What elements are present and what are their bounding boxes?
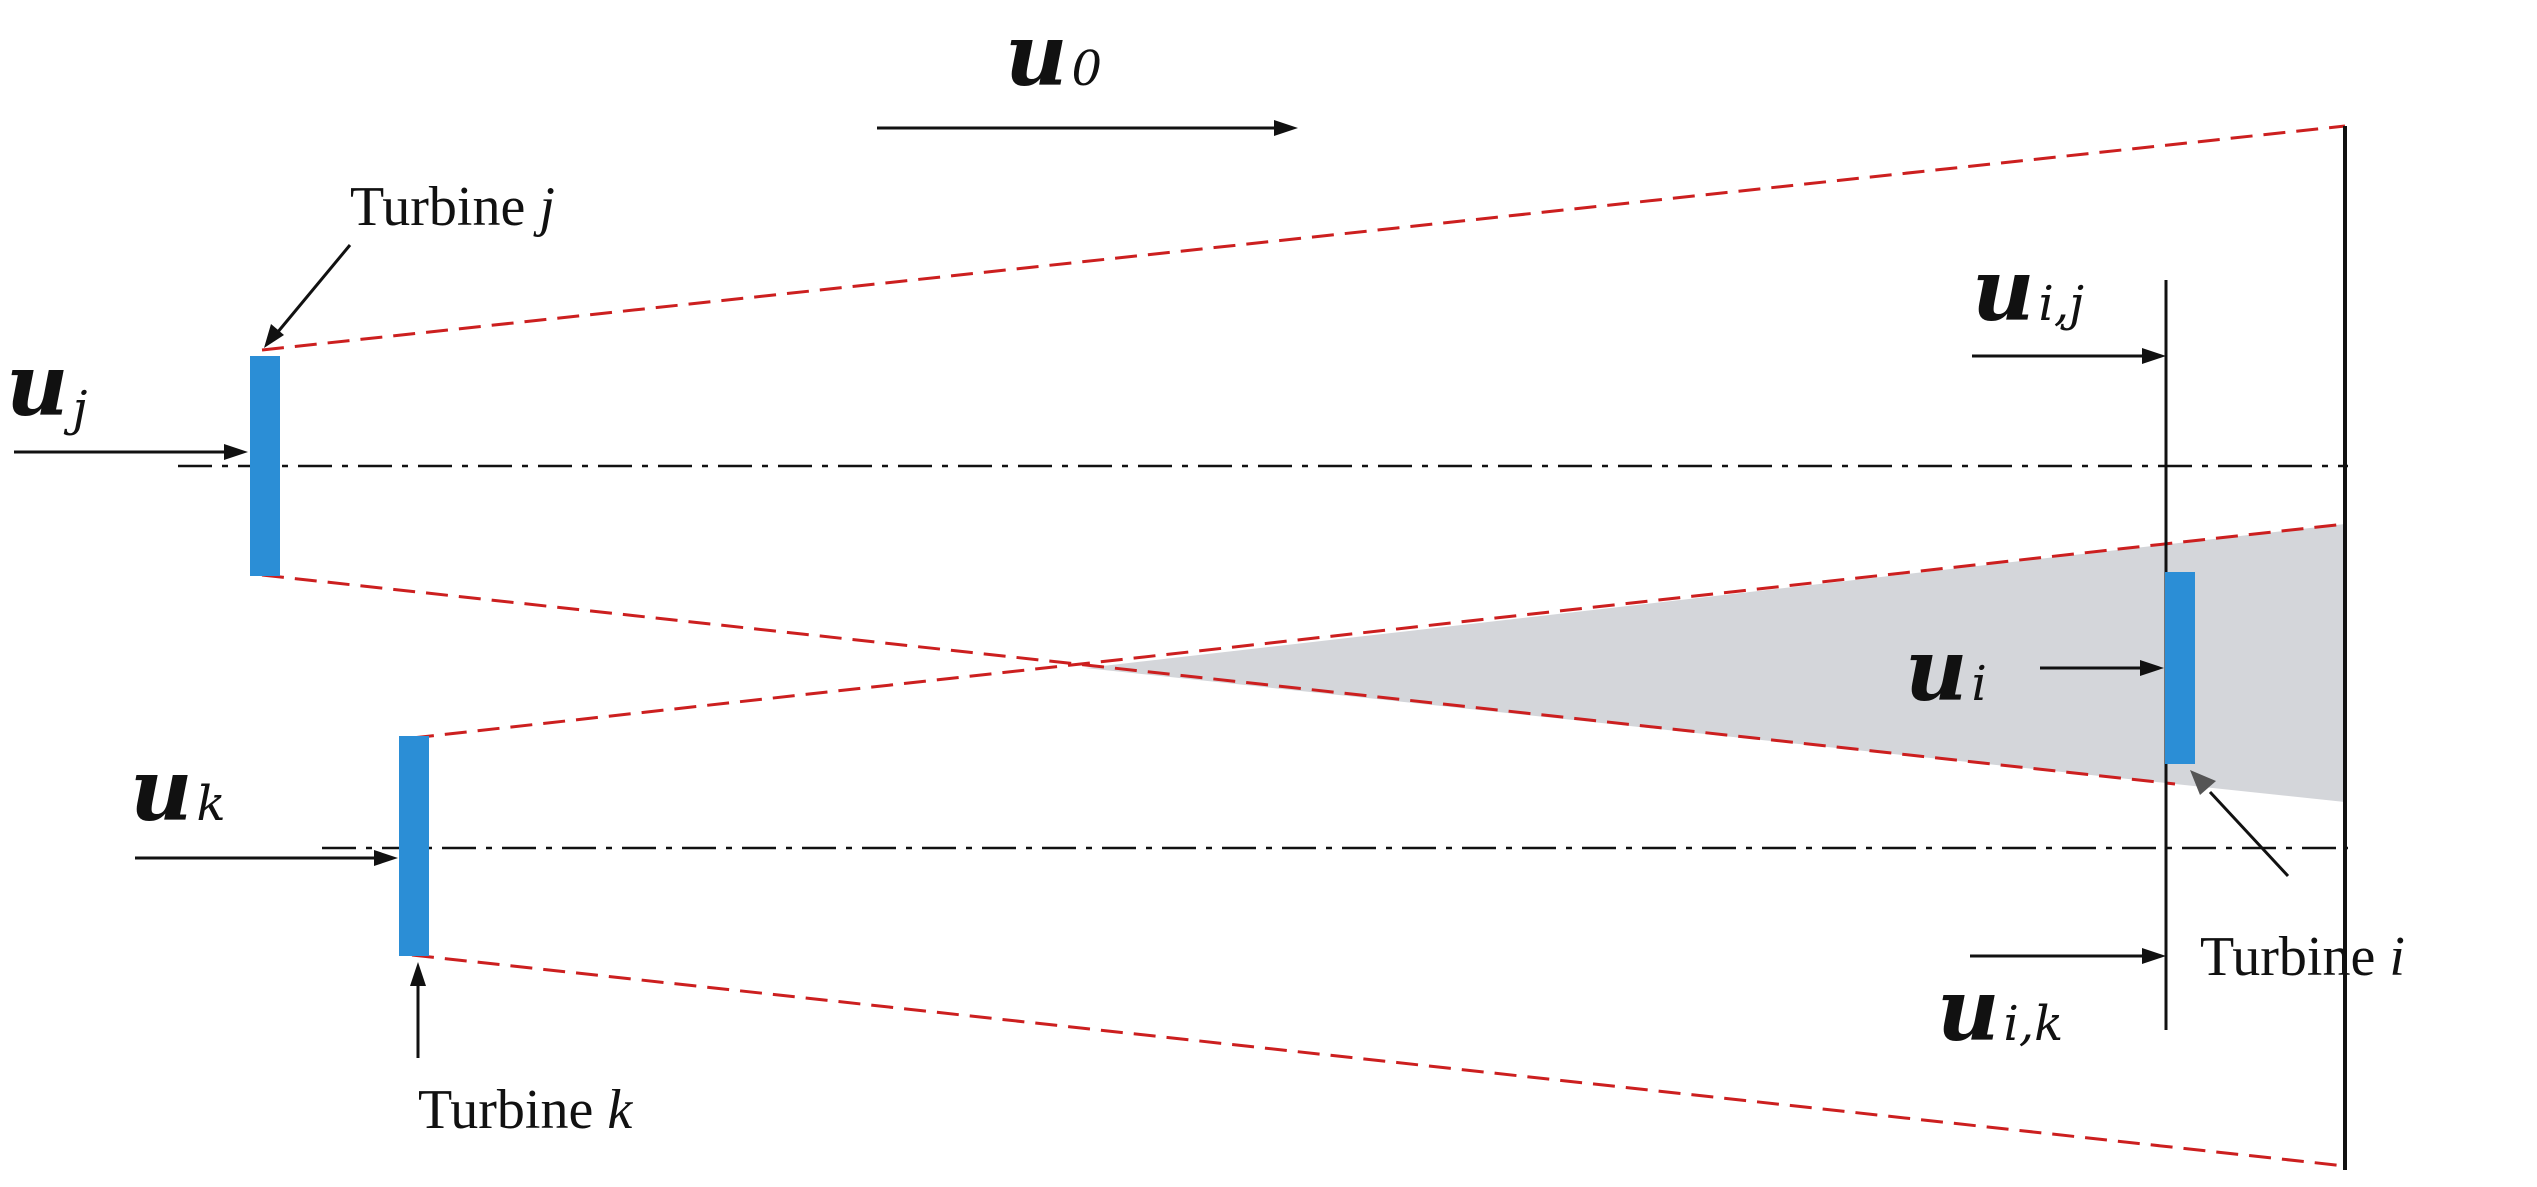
turbine-i-pointer xyxy=(2190,770,2290,878)
uij-subscript: i,j xyxy=(2039,276,2085,332)
u0-symbol: u0 xyxy=(1005,5,1102,106)
u0-subscript: 0 xyxy=(1072,41,1103,97)
velocity-arrows xyxy=(14,120,2290,1058)
wake-overlap-region xyxy=(1085,524,2345,802)
uik-subscript: i,k xyxy=(2004,996,2064,1052)
uik-arrow xyxy=(1970,948,2166,964)
uik-base: u xyxy=(1937,960,2000,1061)
turbine-k-pointer xyxy=(410,962,426,1058)
turbine-k-rotor xyxy=(399,736,429,956)
turbine-j-label-prefix: Turbine xyxy=(350,176,539,238)
wake-boundaries xyxy=(261,124,2346,1168)
turbine-k-label-prefix: Turbine xyxy=(418,1079,607,1141)
u0-base: u xyxy=(1005,5,1068,106)
uij-base: u xyxy=(1972,240,2035,341)
uj-arrow xyxy=(14,444,248,460)
turbine-k-label-var: k xyxy=(607,1079,633,1141)
ui-subscript: i xyxy=(1972,656,1987,712)
wake-j-upper-boundary xyxy=(261,124,2346,352)
turbine-i-label: Turbine i xyxy=(2200,926,2405,988)
turbine-i-label-var: i xyxy=(2389,926,2405,988)
ui-symbol: ui xyxy=(1905,620,1987,721)
wake-k-lower-boundary xyxy=(411,953,2346,1168)
uk-base: u xyxy=(130,740,193,841)
uk-subscript: k xyxy=(197,776,226,832)
uk-symbol: uk xyxy=(130,740,226,841)
turbine-j-rotor xyxy=(250,356,280,576)
turbine-j-label-var: j xyxy=(533,176,555,238)
uik-symbol: ui,k xyxy=(1937,960,2063,1061)
turbine-j-label: Turbine j xyxy=(350,176,555,238)
turbine-i-rotor xyxy=(2165,572,2195,764)
wake-k-upper-boundary xyxy=(411,522,2346,740)
ui-arrow xyxy=(2040,660,2164,676)
uj-symbol: uj xyxy=(6,335,88,437)
uj-base: u xyxy=(6,335,69,436)
turbine-j-pointer xyxy=(264,244,352,348)
uk-arrow xyxy=(135,850,398,866)
ui-base: u xyxy=(1905,620,1968,721)
uij-arrow xyxy=(1972,348,2166,364)
centerlines xyxy=(178,464,2348,850)
turbine-k-label: Turbine k xyxy=(418,1079,633,1141)
turbine-i-label-prefix: Turbine xyxy=(2200,926,2389,988)
uij-symbol: ui,j xyxy=(1972,240,2084,341)
wake-j-lower-boundary xyxy=(261,573,2176,786)
u0-arrow xyxy=(877,120,1298,136)
